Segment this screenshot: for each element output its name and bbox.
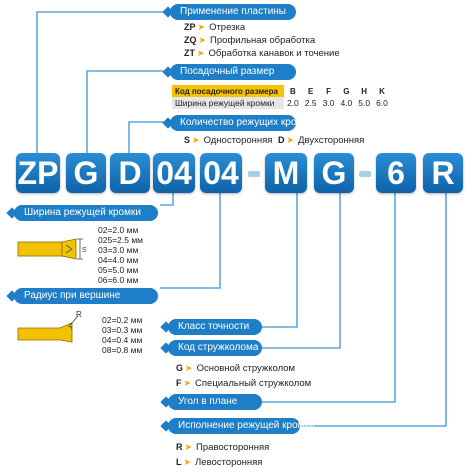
application-header: Применение пластины <box>170 4 296 20</box>
angle-header: Угол в плане <box>168 394 262 410</box>
breaker-option-f: F➤Специальный стружколом <box>176 378 312 389</box>
radius-dim-label: R <box>76 310 82 319</box>
radius-insert-icon: R <box>17 310 82 343</box>
width-insert-icon: S <box>17 238 86 260</box>
width-dim-label: S <box>82 247 86 254</box>
code-box-angle: G <box>314 153 354 193</box>
width-size: 04=4.0 мм <box>98 255 139 265</box>
seat-code-cell: G <box>343 86 350 96</box>
radius-size-list: 02=0.2 мм 03=0.3 мм 04=0.4 мм 08=0.8 мм <box>102 315 142 355</box>
radius-size: 04=0.4 мм <box>102 335 143 345</box>
application-option-zp: ZP➤Отрезка <box>184 22 246 33</box>
hand-option-l: L➤Левосторонняя <box>176 457 263 468</box>
code-dash <box>248 171 260 177</box>
width-size: 05=5.0 мм <box>98 265 139 275</box>
width-size: 025=2.5 мм <box>98 235 144 245</box>
radius-size: 03=0.3 мм <box>102 325 143 335</box>
code-dash <box>359 171 371 177</box>
seat-width-cell: 4.0 <box>340 98 353 108</box>
application-option-zq: ZQ➤Профильная обработка <box>184 35 316 46</box>
radius-size: 08=0.8 мм <box>102 345 143 355</box>
seat-size-table: Код посадочного размера B E F G H K Шири… <box>172 85 391 109</box>
radius-size: 02=0.2 мм <box>102 315 143 325</box>
seat-header: Посадочный размер <box>170 64 296 80</box>
seat-width-cell: 2.5 <box>304 98 317 108</box>
code-box-seat: G <box>66 153 106 193</box>
code-box-width: 04 <box>153 153 195 193</box>
seat-width-label: Ширина режущей кромки <box>172 97 284 109</box>
seat-width-cell: 6.0 <box>376 98 388 108</box>
edges-option-s: S➤Односторонняя <box>184 135 273 146</box>
application-option-zt: ZT➤Обработка канавок и точение <box>184 48 340 59</box>
code-box-radius: 04 <box>200 153 242 193</box>
edges-header: Количество режущих кромок <box>170 115 313 131</box>
width-size: 02=2.0 мм <box>98 225 139 235</box>
width-size: 03=3.0 мм <box>98 245 139 255</box>
width-size-list: 02=2.0 мм 025=2.5 мм 03=3.0 мм 04=4.0 мм… <box>98 225 143 285</box>
seat-code-cell: E <box>308 86 314 96</box>
code-box-breaker: M <box>265 153 307 193</box>
hand-option-r: R➤Правосторонняя <box>176 442 270 453</box>
width-size: 06=6.0 мм <box>98 275 139 285</box>
seat-code-cell: B <box>289 86 296 96</box>
seat-code-cell: F <box>326 86 331 96</box>
code-box-application: ZP <box>16 153 60 193</box>
breaker-option-g: G➤Основной стружколом <box>176 363 296 374</box>
tolerance-header: Класс точности <box>168 319 262 335</box>
seat-width-cell: 2.0 <box>286 98 299 108</box>
seat-code-label: Код посадочного размера <box>172 85 284 97</box>
radius-header: Радиус при вершине <box>14 288 158 304</box>
breaker-header: Код стружколома <box>168 340 262 356</box>
edges-option-d: D➤Двухсторонняя <box>278 135 365 146</box>
seat-code-cell: H <box>361 86 368 96</box>
seat-width-cell: 3.0 <box>322 98 335 108</box>
code-box-edges: D <box>110 153 150 193</box>
code-box-tolerance: 6 <box>376 153 416 193</box>
code-box-hand: R <box>423 153 463 193</box>
hand-header: Исполнение режущей кромки <box>168 418 315 434</box>
seat-code-cell: K <box>379 86 385 96</box>
seat-width-cell: 5.0 <box>358 98 371 108</box>
width-header: Ширина режущей кромки <box>14 205 158 221</box>
